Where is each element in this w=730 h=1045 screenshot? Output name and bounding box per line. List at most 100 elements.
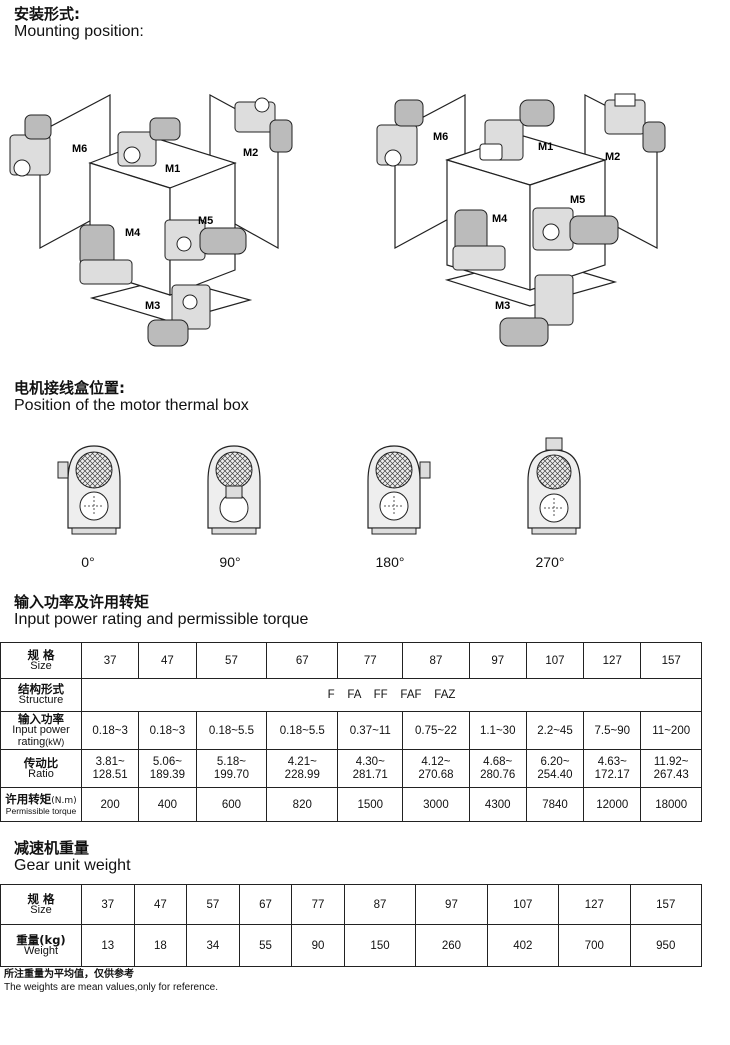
thermal-box-90-icon — [207, 445, 261, 535]
label-m3: M3 — [145, 300, 160, 312]
label-m4: M4 — [492, 213, 508, 225]
torque-cell: 820 — [266, 787, 339, 822]
power-torque-table: 规 格 Size 37 47 57 67 77 87 97 107 127 15… — [0, 642, 702, 822]
mounting-diagram-left: M6 M1 M2 M4 M5 M3 — [9, 93, 293, 347]
thermal-box-title-zh: 电机接线盒位置: — [14, 379, 125, 397]
table-row-torque: 许用转矩(N.m) Permissible torque 200 400 600… — [0, 787, 702, 822]
label-m1: M1 — [538, 141, 553, 153]
power-cell: 1.1~30 — [468, 711, 527, 750]
label-m3: M3 — [495, 300, 510, 312]
thermal-box-label-0: 0° — [81, 554, 95, 570]
size-cell: 157 — [629, 884, 702, 925]
size-cell: 77 — [337, 642, 404, 679]
torque-cell: 12000 — [583, 787, 642, 822]
size-cell: 57 — [195, 642, 268, 679]
thermal-box-title-en: Position of the motor thermal box — [14, 397, 249, 415]
torque-cell: 1500 — [337, 787, 404, 822]
weight-table-title-zh: 减速机重量 — [14, 839, 90, 857]
weight-cell: 55 — [238, 924, 293, 967]
weight-note-zh: 所注重量为平均值，仅供参考 — [4, 969, 134, 980]
size-cell: 57 — [186, 884, 240, 925]
gear-unit-m2-icon — [234, 97, 293, 153]
power-table-title-zh: 输入功率及许用转矩 — [14, 593, 150, 611]
weight-note: 所注重量为平均值，仅供参考 The weights are mean value… — [4, 968, 218, 994]
weight-cell: 13 — [81, 924, 135, 967]
size-cell: 107 — [525, 642, 585, 679]
torque-cell: 400 — [138, 787, 197, 822]
table-row-weight: 重量(kg) Weight 13 18 34 55 90 150 260 402… — [0, 924, 702, 967]
structure-value: F FA FF FAF FAZ — [81, 678, 702, 712]
weight-table: 规 格 Size 37 47 57 67 77 87 97 107 127 15… — [0, 884, 702, 967]
power-cell: 0.18~3 — [138, 711, 197, 750]
ratio-cell: 11.92~267.43 — [640, 749, 702, 788]
ratio-cell: 4.68~280.76 — [468, 749, 527, 788]
weight-cell: 700 — [558, 924, 631, 967]
label-m2: M2 — [605, 151, 620, 163]
size-cell: 127 — [558, 884, 631, 925]
mounting-title-zh: 安装形式: — [14, 5, 80, 23]
table-row-size: 规 格 Size 37 47 57 67 77 87 97 107 127 15… — [0, 642, 702, 679]
size-cell: 97 — [415, 884, 488, 925]
thermal-box-label-270: 270° — [535, 554, 565, 570]
power-cell: 0.18~3 — [80, 711, 140, 750]
size-cell: 67 — [266, 642, 339, 679]
ratio-cell: 3.81~128.51 — [80, 749, 140, 788]
label-m5: M5 — [198, 215, 213, 227]
mounting-title-en: Mounting position: — [14, 23, 144, 41]
gear-unit-m4-icon — [79, 224, 133, 285]
thermal-box-diagrams — [57, 437, 581, 535]
gear-unit-m2-icon — [604, 93, 666, 153]
label-m5: M5 — [570, 194, 585, 206]
power-cell: 0.18~5.5 — [195, 711, 268, 750]
label-m2: M2 — [243, 147, 258, 159]
power-header: 输入功率 Input power rating(kW) — [0, 711, 82, 750]
power-cell: 2.2~45 — [525, 711, 585, 750]
power-table-heading: 输入功率及许用转矩 Input power rating and permiss… — [14, 593, 309, 630]
torque-cell: 4300 — [468, 787, 527, 822]
ratio-cell: 5.06~189.39 — [138, 749, 197, 788]
table-row-size: 规 格 Size 37 47 57 67 77 87 97 107 127 15… — [0, 884, 702, 925]
torque-cell: 200 — [80, 787, 140, 822]
ratio-cell: 4.12~270.68 — [402, 749, 470, 788]
structure-header: 结构形式 Structure — [0, 678, 82, 712]
ratio-cell: 5.18~199.70 — [195, 749, 268, 788]
weight-cell: 90 — [291, 924, 345, 967]
size-cell: 77 — [291, 884, 345, 925]
weight-cell: 18 — [133, 924, 188, 967]
ratio-cell: 6.20~254.40 — [525, 749, 585, 788]
power-cell: 0.18~5.5 — [266, 711, 339, 750]
size-cell: 107 — [486, 884, 560, 925]
thermal-box-label-180: 180° — [375, 554, 405, 570]
torque-cell: 18000 — [640, 787, 702, 822]
weight-cell: 950 — [629, 924, 702, 967]
thermal-box-0-icon — [57, 445, 121, 535]
size-cell: 87 — [343, 884, 417, 925]
label-m4: M4 — [125, 227, 141, 239]
mounting-heading: 安装形式: Mounting position: — [14, 5, 144, 42]
ratio-cell: 4.30~281.71 — [337, 749, 404, 788]
mounting-diagram-right: M6 M1 M2 M4 M5 M3 — [376, 93, 666, 347]
gear-unit-m1-icon — [479, 99, 555, 161]
weight-note-en: The weights are mean values,only for ref… — [4, 982, 218, 993]
weight-table-heading: 减速机重量 Gear unit weight — [14, 839, 131, 876]
ratio-header: 传动比 Ratio — [0, 749, 82, 788]
size-cell: 47 — [133, 884, 188, 925]
size-cell: 37 — [80, 642, 140, 679]
power-cell: 7.5~90 — [583, 711, 642, 750]
torque-cell: 7840 — [525, 787, 585, 822]
gear-unit-m3-icon — [499, 274, 574, 347]
weight-header: 重量(kg) Weight — [0, 924, 82, 967]
thermal-box-180-icon — [367, 445, 431, 535]
size-cell: 67 — [238, 884, 293, 925]
size-cell: 157 — [640, 642, 702, 679]
weight-cell: 402 — [486, 924, 560, 967]
table-row-ratio: 传动比 Ratio 3.81~128.51 5.06~189.39 5.18~1… — [0, 749, 702, 788]
size-cell: 87 — [402, 642, 470, 679]
size-cell: 127 — [583, 642, 642, 679]
power-table-title-en: Input power rating and permissible torqu… — [14, 611, 309, 629]
gear-unit-m5-icon — [164, 219, 247, 261]
size-cell: 37 — [81, 884, 135, 925]
gear-unit-m1-icon — [117, 117, 181, 167]
torque-cell: 600 — [195, 787, 268, 822]
label-m1: M1 — [165, 163, 180, 175]
